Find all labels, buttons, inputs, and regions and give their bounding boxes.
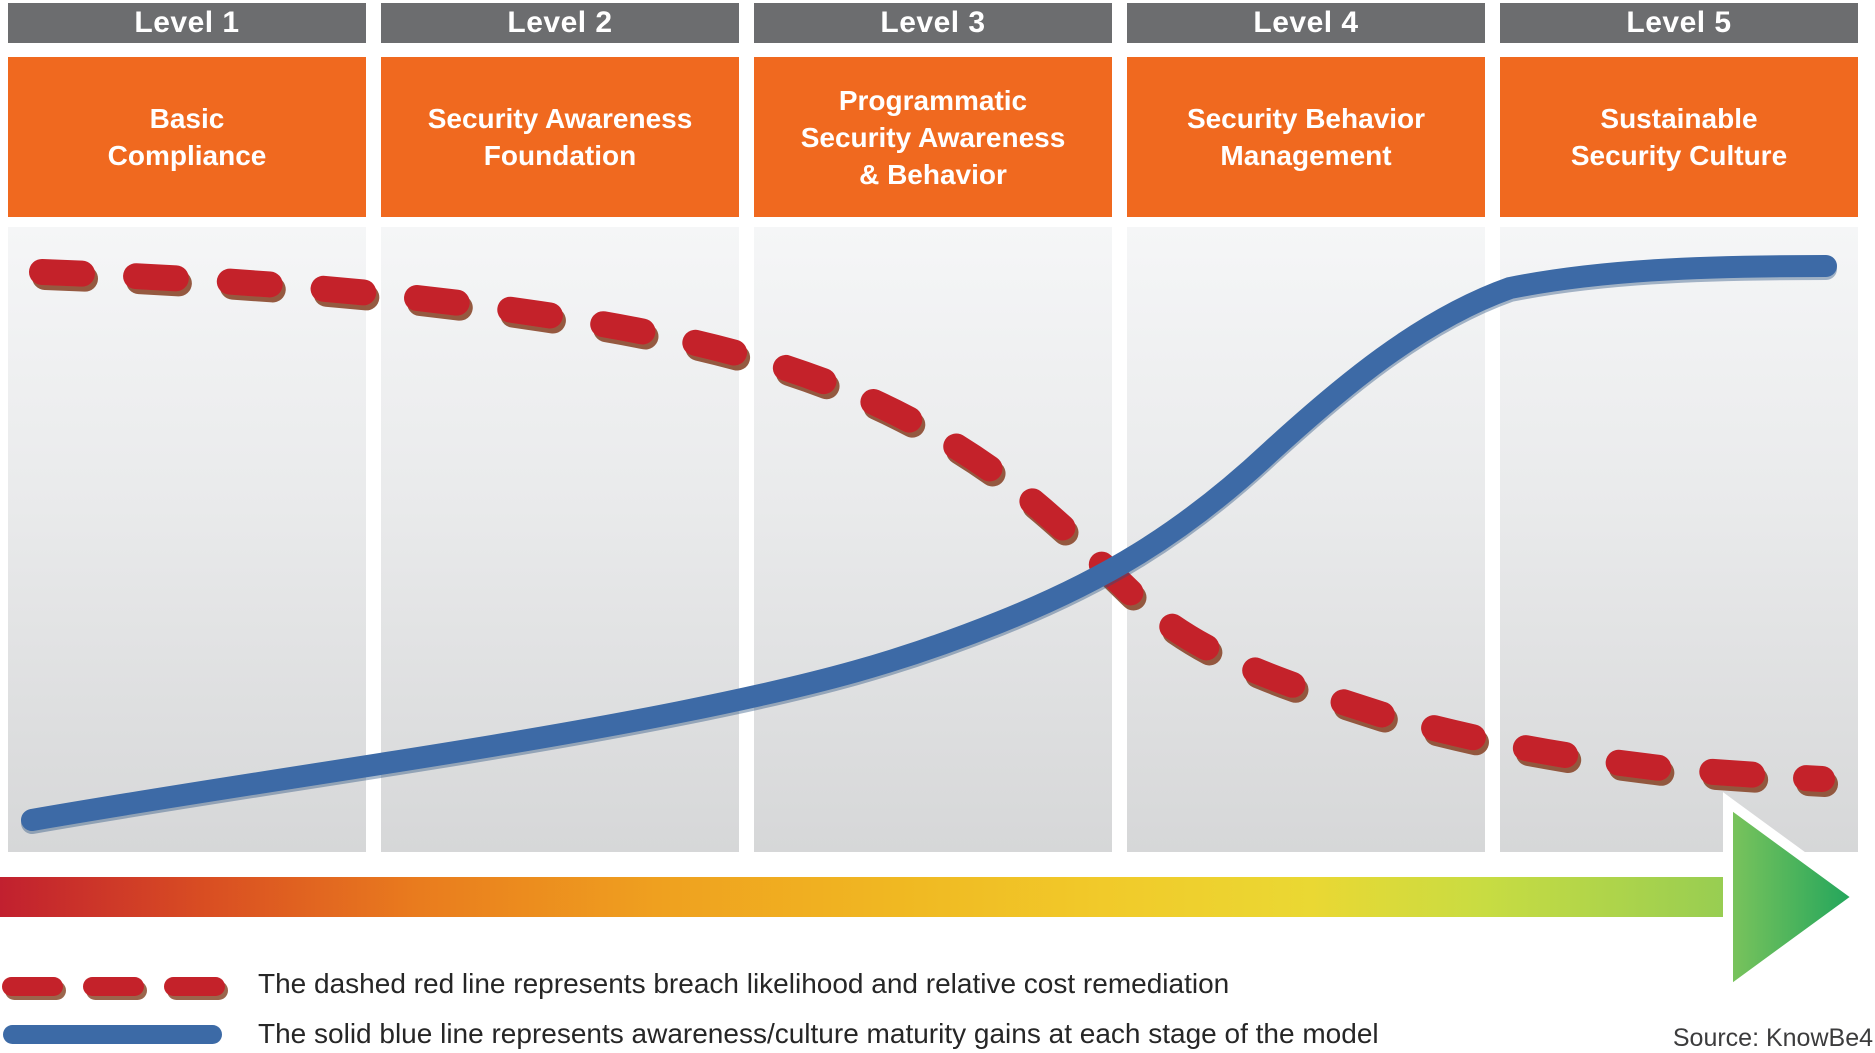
chart-column-4 <box>1127 227 1485 852</box>
legend-red-dash-swatch <box>2 977 226 996</box>
chart-column-1 <box>8 227 366 852</box>
red-dash-segment <box>2 977 63 996</box>
legend-blue-line-swatch <box>3 1025 222 1044</box>
level-header-1-label: Level 1 <box>134 6 240 39</box>
stage-title-line: Management <box>1220 140 1392 171</box>
level-header-2: Level 2 <box>381 3 739 43</box>
legend-blue-label: The solid blue line represents awareness… <box>258 1018 1379 1049</box>
level-header-3-label: Level 3 <box>880 6 986 39</box>
level-header-5-label: Level 5 <box>1626 6 1732 39</box>
level-header-3: Level 3 <box>754 3 1112 43</box>
stage-title-line: Foundation <box>483 140 637 171</box>
level-header-2-label: Level 2 <box>507 6 613 39</box>
legend-red-label: The dashed red line represents breach li… <box>258 968 1230 999</box>
stage-box-security-awareness-foundation: Security Awareness Foundation <box>381 57 739 217</box>
level-header-4-label: Level 4 <box>1253 6 1359 39</box>
stage-title-line: Security Awareness <box>427 103 693 134</box>
level-header-1: Level 1 <box>8 3 366 43</box>
red-dash-segment <box>164 977 225 996</box>
stage-title-line: Sustainable <box>1600 103 1758 134</box>
stage-title-line: Compliance <box>107 140 267 171</box>
red-dash-segment <box>83 977 144 996</box>
level-header-4: Level 4 <box>1127 3 1485 43</box>
stage-title-line: & Behavior <box>859 158 1007 190</box>
level-header-5: Level 5 <box>1500 3 1858 43</box>
stage-box-sustainable-security-culture: Sustainable Security Culture <box>1500 57 1858 217</box>
source-attribution: Source: KnowBe4 <box>1672 1024 1873 1052</box>
stage-title-line: Basic <box>149 103 225 134</box>
chart-column-5 <box>1500 227 1858 852</box>
stage-box-security-behavior-management: Security Behavior Management <box>1127 57 1485 217</box>
stage-box-basic-compliance: Basic Compliance <box>8 57 366 217</box>
stage-box-programmatic-security-awareness: Programmatic Security Awareness & Behavi… <box>754 57 1112 217</box>
stage-title-line: Programmatic <box>838 84 1028 116</box>
gradient-arrow-bar <box>0 877 1726 917</box>
stage-title-line: Security Behavior <box>1186 103 1426 134</box>
chart-column-2 <box>381 227 739 852</box>
stage-title-line: Security Culture <box>1570 140 1788 171</box>
stage-title-line: Security Awareness <box>800 121 1066 153</box>
chart-column-3 <box>754 227 1112 852</box>
